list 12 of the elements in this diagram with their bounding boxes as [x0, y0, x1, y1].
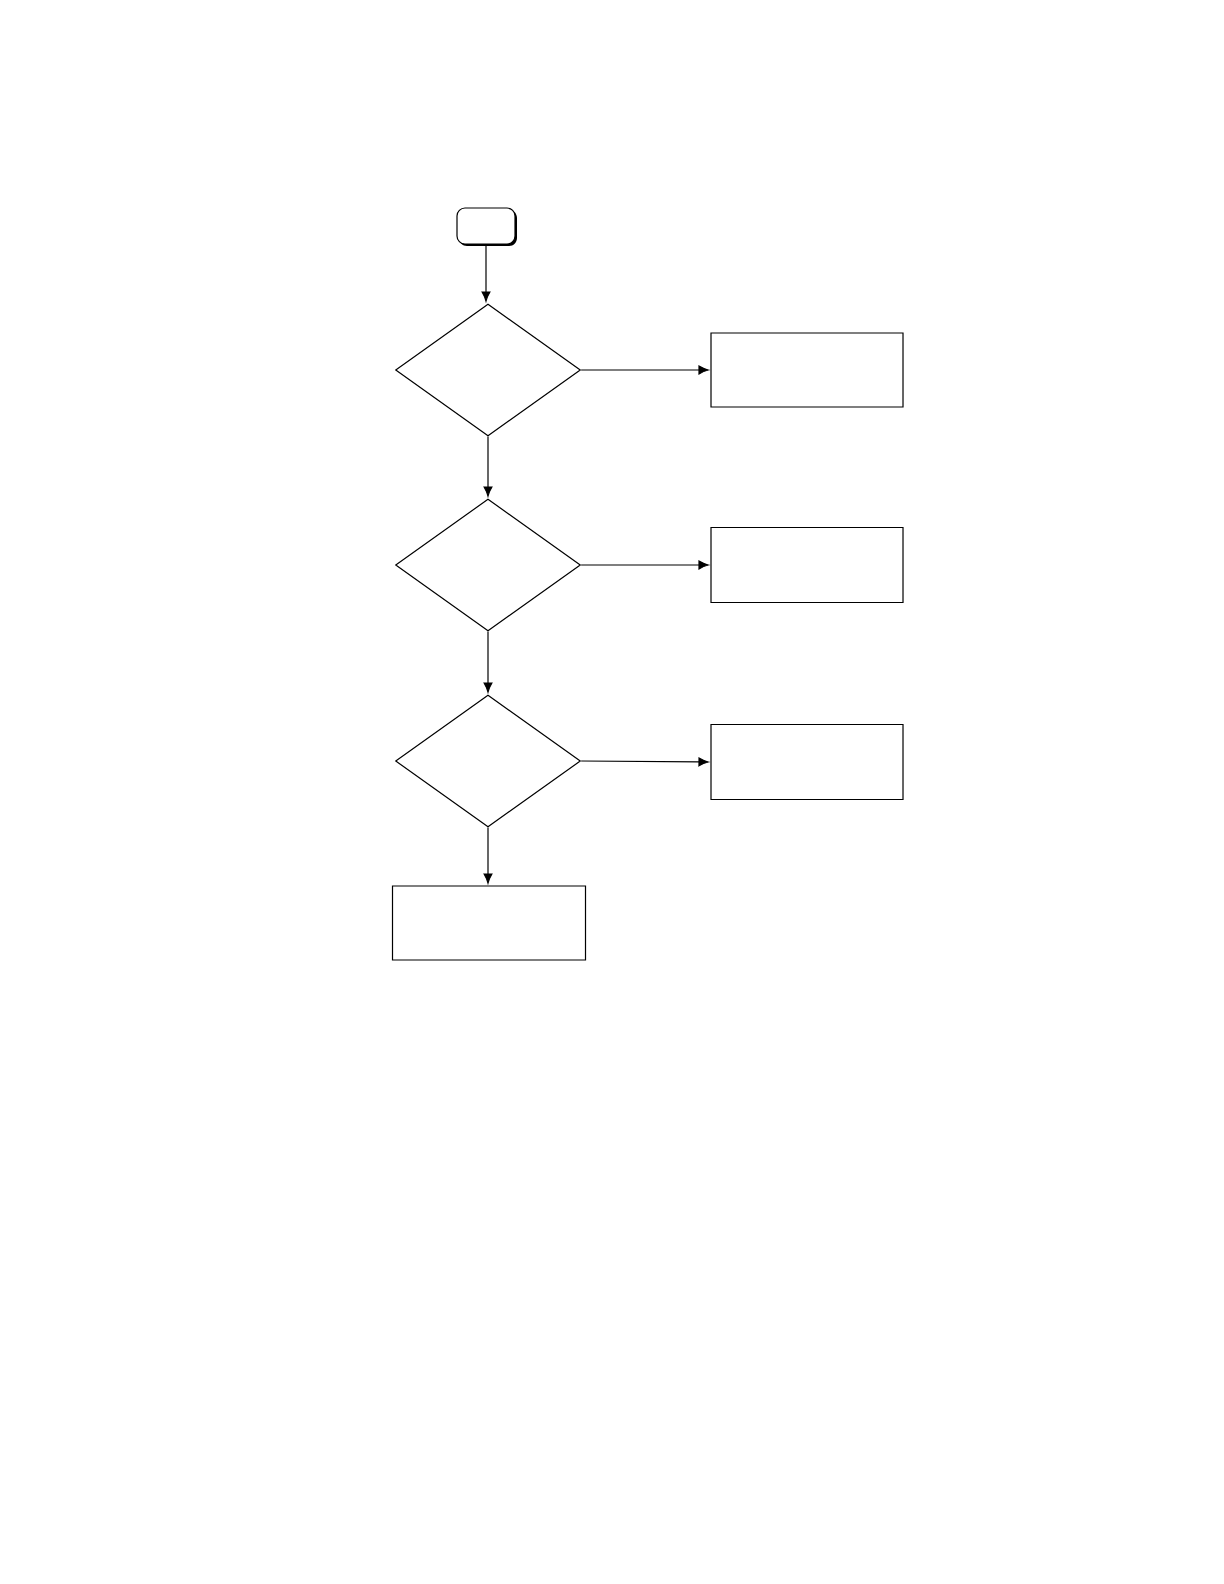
- arrow: [580, 560, 709, 570]
- arrow: [483, 436, 493, 497]
- arrow: [483, 631, 493, 693]
- process-box: [391, 885, 587, 961]
- arrow: [481, 244, 491, 302]
- process-box: [710, 723, 904, 801]
- arrow: [580, 757, 709, 767]
- process-box: [710, 526, 904, 604]
- process-box: [710, 332, 904, 408]
- arrow: [580, 365, 709, 375]
- arrow: [483, 827, 493, 884]
- start-box: [456, 207, 517, 246]
